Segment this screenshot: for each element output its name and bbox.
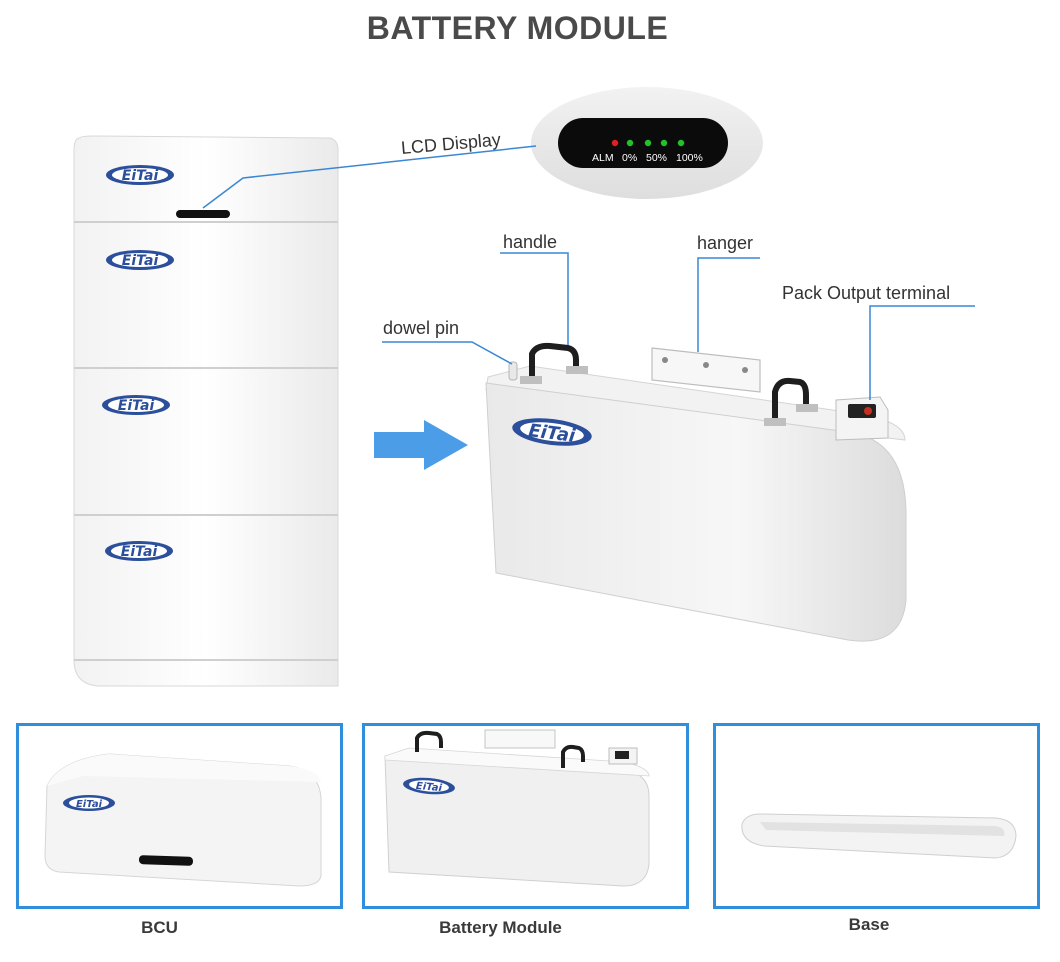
lcd-level-label: 100% <box>676 152 703 164</box>
callout-hanger: hanger <box>697 233 754 253</box>
svg-text:EiTai: EiTai <box>76 799 103 810</box>
brand-logo: EiTai <box>105 541 173 561</box>
svg-text:EiTai: EiTai <box>415 781 442 794</box>
page-title: BATTERY MODULE <box>366 10 669 46</box>
brand-logo: EiTai <box>106 250 174 270</box>
battery-module-thumbnail: EiTai <box>384 729 650 887</box>
bcu-illustration: EiTai <box>44 753 322 887</box>
lcd-level-label: 0% <box>622 152 638 164</box>
svg-text:EiTai: EiTai <box>122 168 159 184</box>
lcd-alarm-label: ALM <box>592 152 614 164</box>
brand-logo: EiTai <box>106 165 174 185</box>
caption-battery-module: Battery Module <box>439 918 562 937</box>
caption-base: Base <box>848 915 890 934</box>
svg-text:EiTai: EiTai <box>122 253 159 269</box>
callout-dowel-pin: dowel pin <box>383 318 460 338</box>
svg-text:EiTai: EiTai <box>121 544 158 560</box>
callout-handle: handle <box>503 232 558 252</box>
svg-text:EiTai: EiTai <box>118 398 155 414</box>
callout-pack-output-terminal: Pack Output terminal <box>782 283 951 303</box>
component-frame-bcu: EiTai <box>16 723 343 909</box>
lcd-level-label: 50% <box>646 152 668 164</box>
component-frame-battery-module: EiTai <box>362 723 689 909</box>
base-illustration <box>741 813 1017 859</box>
caption-bcu: BCU <box>141 918 178 937</box>
arrow-right-icon <box>374 420 468 470</box>
brand-logo: EiTai <box>102 395 170 415</box>
component-frame-base <box>713 723 1040 909</box>
